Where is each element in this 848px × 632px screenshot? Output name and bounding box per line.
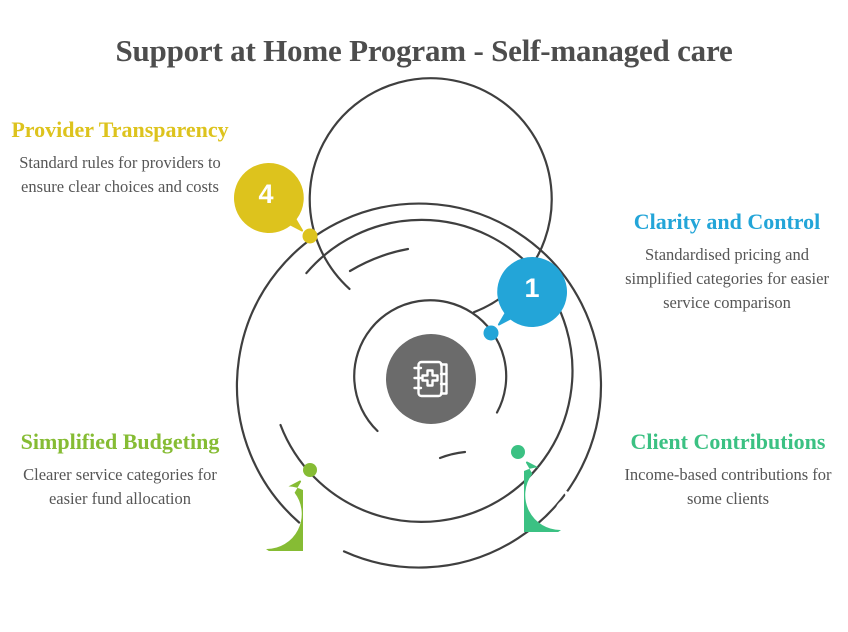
marker-dot-provider-transparency xyxy=(302,228,318,244)
badge-3-simplified-budgeting[interactable]: 3 xyxy=(229,477,303,551)
ring-accent-stroke-lower xyxy=(438,450,467,460)
quadrant-clarity-and-control-heading: Clarity and Control xyxy=(633,209,821,234)
quadrant-provider-transparency-body: Standard rules for providers to ensure c… xyxy=(19,153,221,196)
quadrant-simplified-budgeting: Simplified Budgeting Clearer service cat… xyxy=(8,427,232,511)
badge-bubble-shape xyxy=(233,162,304,233)
marker-dot-client-contributions xyxy=(511,445,525,459)
quadrant-simplified-budgeting-heading: Simplified Budgeting xyxy=(20,429,220,454)
badge-2-number: 2 xyxy=(555,484,571,515)
badge-3-number: 3 xyxy=(256,502,272,533)
center-medallion xyxy=(386,334,476,424)
badge-2-client-contributions[interactable]: 2 xyxy=(524,458,598,532)
ring-arc-third xyxy=(308,77,553,314)
quadrant-provider-transparency-heading: Provider Transparency xyxy=(11,117,229,142)
badge-1-clarity-and-control[interactable]: 1 xyxy=(496,255,570,329)
quadrant-provider-transparency: Provider Transparency Standard rules for… xyxy=(6,115,234,199)
ring-arc-outer xyxy=(235,202,603,569)
quadrant-client-contributions-heading: Client Contributions xyxy=(630,429,826,454)
quadrant-clarity-and-control: Clarity and Control Standardised pricing… xyxy=(611,207,843,315)
ring-arc-second xyxy=(279,218,574,523)
ring-accent-stroke-upper xyxy=(348,247,410,273)
quadrant-client-contributions: Client Contributions Income-based contri… xyxy=(610,427,846,511)
badge-bubble-shape xyxy=(497,256,568,327)
quadrant-clarity-and-control-body: Standardised pricing and simplified cate… xyxy=(625,245,829,312)
badge-1-number: 1 xyxy=(524,272,540,303)
badge-4-provider-transparency[interactable]: 4 xyxy=(231,161,305,235)
page-title: Support at Home Program - Self-managed c… xyxy=(115,33,733,68)
quadrant-simplified-budgeting-body: Clearer service categories for easier fu… xyxy=(23,465,217,508)
quadrant-client-contributions-body: Income-based contributions for some clie… xyxy=(624,465,832,508)
marker-dot-simplified-budgeting xyxy=(303,463,317,477)
badge-bubble-shape xyxy=(266,480,303,551)
ring-arc-inner xyxy=(353,299,508,433)
badge-4-number: 4 xyxy=(258,178,274,209)
badge-bubble-shape xyxy=(524,461,561,532)
marker-dot-clarity-and-control xyxy=(483,325,499,341)
medical-record-book-icon xyxy=(413,360,448,398)
